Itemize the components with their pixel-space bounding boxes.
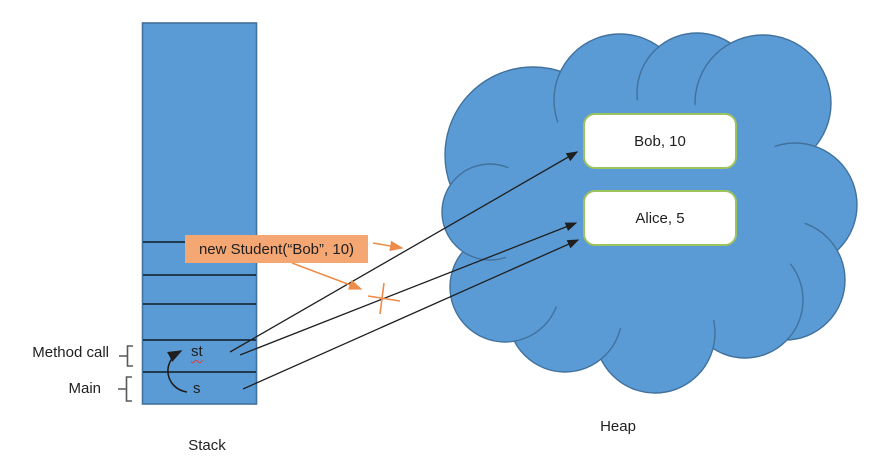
heap-caption: Heap <box>600 418 636 435</box>
method-call-bracket <box>119 345 133 367</box>
heap-object-bob-label: Bob, 10 <box>634 132 686 150</box>
annotation-text: new Student(“Bob”, 10) <box>198 240 355 258</box>
stack-caption: Stack <box>188 437 226 454</box>
crossed-out-marker <box>367 282 401 315</box>
annotation-arrow-upper <box>372 240 404 252</box>
heap-object-alice: Alice, 5 <box>583 190 737 246</box>
stack-variable-st: st <box>191 343 203 360</box>
stack-variable-s: s <box>193 380 201 397</box>
reference-arrows <box>229 151 580 390</box>
annotation-arrows <box>291 240 404 290</box>
st-to-alice-arrow <box>239 222 578 356</box>
s-to-alice-arrow <box>242 239 580 390</box>
st-to-bob-arrow <box>229 151 579 353</box>
heap-object-bob: Bob, 10 <box>583 113 737 169</box>
cross-horizontal-stroke <box>367 295 401 302</box>
heap-object-alice-label: Alice, 5 <box>635 209 685 227</box>
stack-column <box>141 22 258 405</box>
curved-assignment-arrow <box>167 350 188 393</box>
annotation-arrow-lower <box>291 262 363 290</box>
main-bracket <box>118 376 132 402</box>
method-call-frame-label: Method call <box>32 344 109 361</box>
frame-brackets <box>118 345 133 402</box>
main-frame-label: Main <box>68 380 101 397</box>
annotation-box: new Student(“Bob”, 10) <box>185 235 368 263</box>
